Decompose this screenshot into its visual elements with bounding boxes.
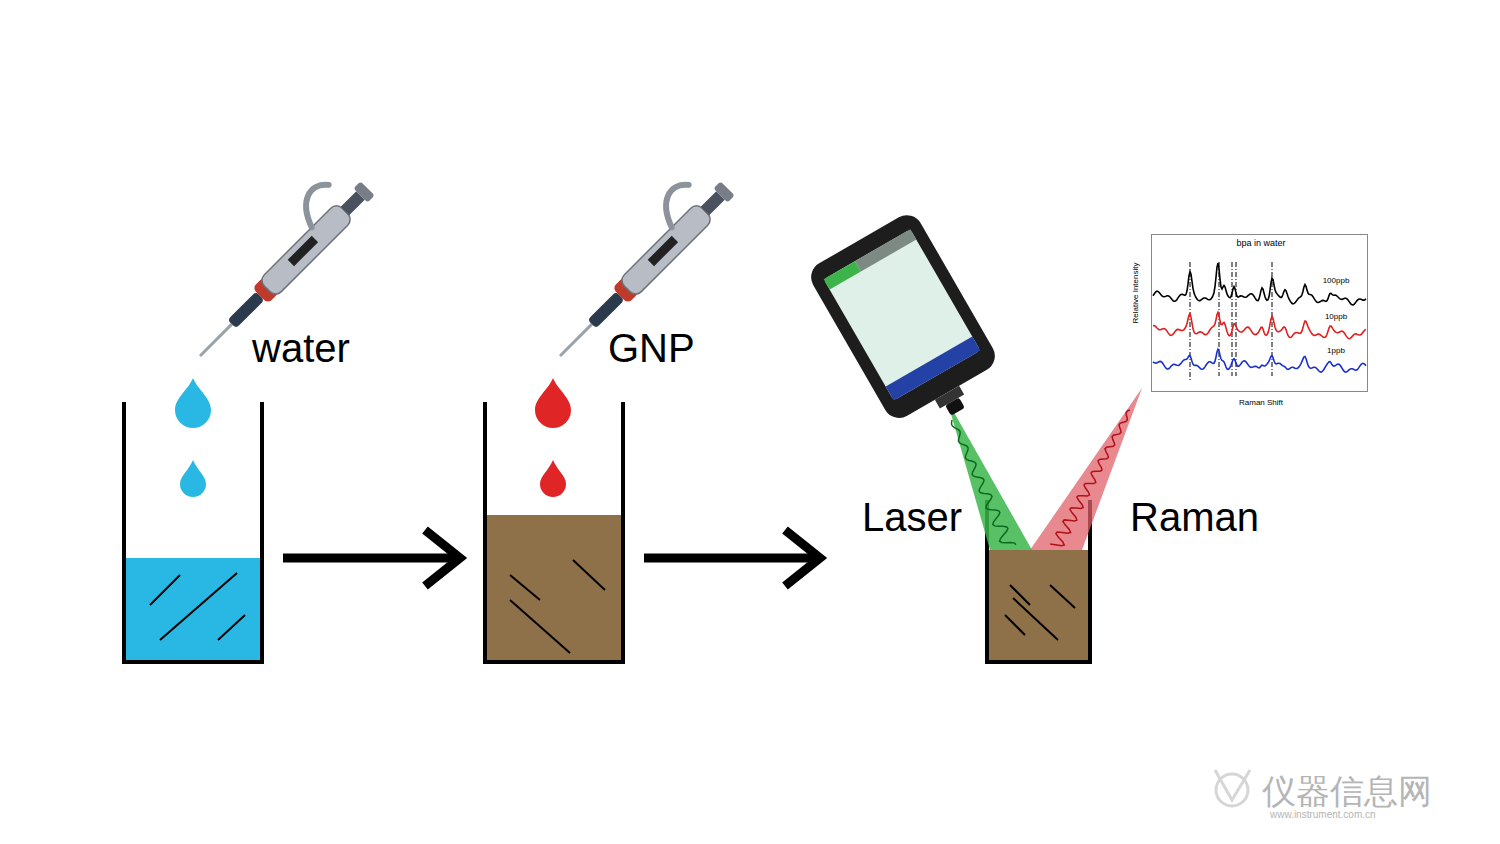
- beam-label: Raman: [1130, 497, 1259, 537]
- raman-beam: [1030, 388, 1142, 550]
- series-label: 10ppb: [1325, 313, 1347, 321]
- chart-title: bpa in water: [1236, 239, 1285, 248]
- axis-label: Raman Shift: [1239, 399, 1283, 407]
- process-arrow: [283, 530, 820, 586]
- beam-label: Laser: [862, 497, 962, 537]
- watermark: 仪器信息网: [1262, 774, 1432, 808]
- watermark-url: www.instrument.com.cn: [1270, 810, 1376, 820]
- series-label: 1ppb: [1327, 347, 1345, 355]
- beaker: [485, 402, 623, 662]
- beam-wave: [952, 410, 1130, 546]
- watermark-logo: [1215, 770, 1250, 806]
- series-label: 100ppb: [1323, 277, 1350, 285]
- beaker: [124, 402, 262, 662]
- raman-device: [805, 209, 1011, 442]
- wave-line: [1050, 410, 1130, 546]
- spectrum: [1153, 262, 1366, 380]
- spectrum-line: [1153, 263, 1366, 305]
- spectrum-line: [1153, 312, 1366, 338]
- pipette-label: GNP: [608, 328, 695, 368]
- drop: [175, 378, 571, 497]
- pipette-label: water: [252, 328, 350, 368]
- axis-label: Relative Intensity: [1132, 263, 1140, 324]
- spectrum-chart: bpa in waterRelative IntensityRaman Shif…: [1151, 234, 1368, 392]
